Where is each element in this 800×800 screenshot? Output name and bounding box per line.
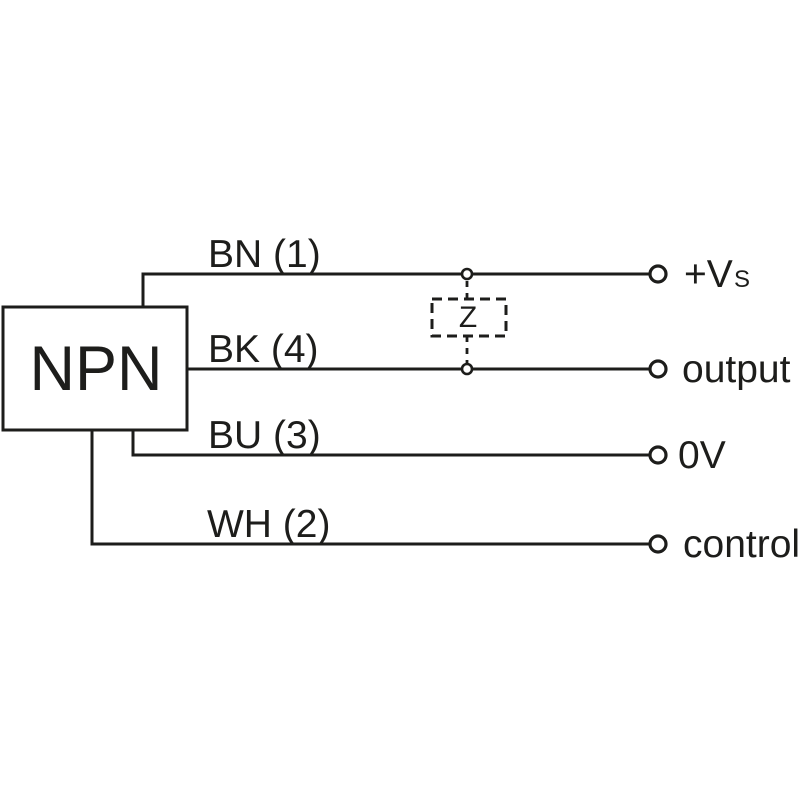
terminal-label-output: output [682, 348, 791, 391]
wire-wh-line [90, 430, 649, 546]
junction-node-bk [460, 362, 474, 376]
terminal-circle-0v [648, 445, 668, 465]
terminal-label-0v: 0V [678, 434, 726, 477]
wire-label-bu: BU (3) [208, 414, 321, 457]
suppressor-box [430, 297, 508, 338]
junction-node-bn [460, 267, 474, 281]
terminal-circle-vs [648, 264, 668, 284]
terminal-circle-control [648, 534, 668, 554]
npn-device-box [1, 305, 189, 432]
terminal-label-control: control [683, 523, 800, 566]
wire-bn-line [141, 272, 649, 307]
wire-label-wh: WH (2) [207, 503, 330, 546]
terminal-label-vs-sub: S [734, 266, 750, 293]
wire-label-bn: BN (1) [208, 233, 321, 276]
wire-label-bk: BK (4) [208, 328, 319, 371]
npn-device-label: NPN [29, 334, 162, 404]
wire-bu-line [131, 430, 649, 457]
suppressor-label: Z [459, 301, 477, 334]
terminal-label-vs-main: +V [684, 253, 733, 296]
terminal-circle-output [648, 359, 668, 379]
